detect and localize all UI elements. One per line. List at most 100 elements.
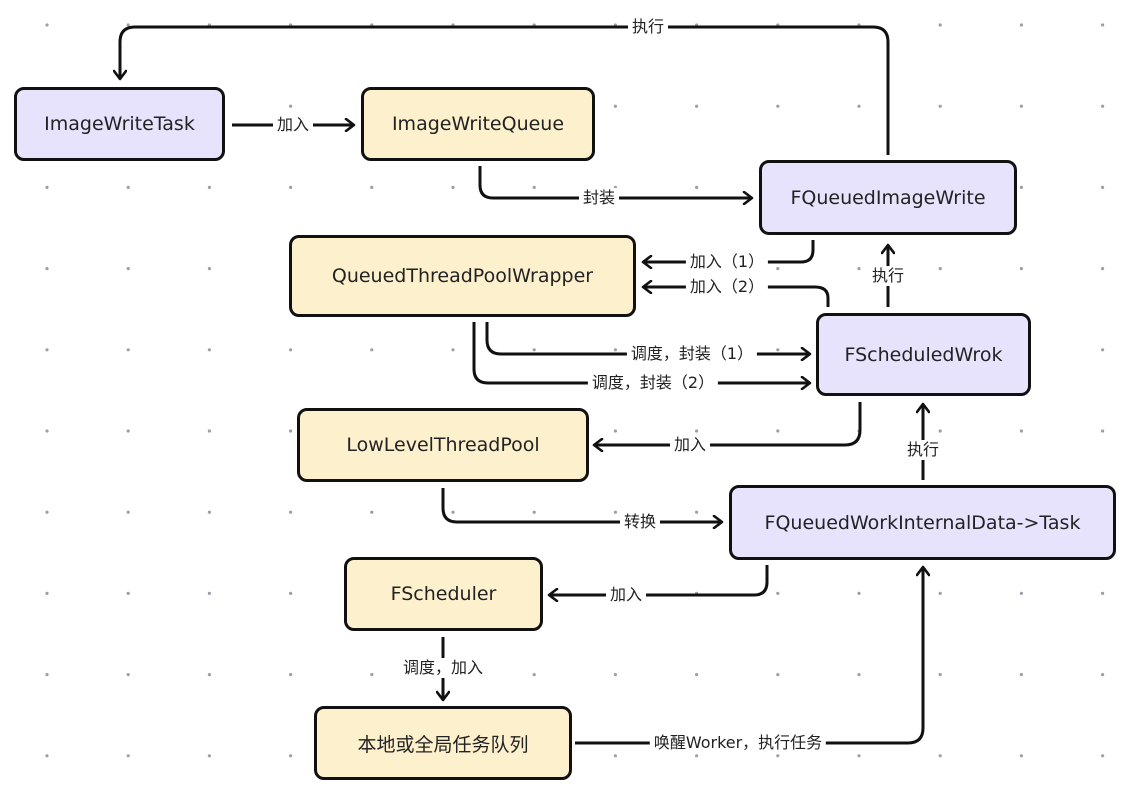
node-image-write-task[interactable]: ImageWriteTask [14, 87, 225, 161]
grid-dot [1019, 673, 1024, 677]
grid-dot [938, 429, 942, 433]
grid-dot [289, 348, 293, 352]
node-fqueued-image-write[interactable]: FQueuedImageWrite [759, 160, 1017, 235]
grid-dot [857, 267, 861, 271]
edge-label-wake-worker: 唤醒Worker，执行任务 [649, 733, 827, 753]
grid-dot [532, 185, 536, 189]
grid-dot [938, 673, 942, 677]
grid-dot [207, 591, 211, 596]
grid-dot [613, 429, 618, 433]
grid-dot [1019, 429, 1024, 433]
grid-dot [126, 23, 130, 27]
edge-label-schedule-add: 调度，加入 [398, 658, 488, 678]
grid-dot [45, 754, 49, 758]
grid-dot [1101, 429, 1105, 433]
grid-dot [1019, 104, 1024, 108]
grid-dot [776, 591, 780, 596]
grid-dot [451, 348, 455, 352]
grid-dot [1101, 754, 1105, 758]
grid-dot [695, 429, 699, 433]
grid-dot [1101, 591, 1105, 596]
edge-label-add-fscheduler: 加入 [605, 585, 647, 605]
grid-dot [776, 348, 780, 352]
grid-dot [695, 754, 699, 758]
node-queued-thread-pool-wrapper[interactable]: QueuedThreadPoolWrapper [289, 235, 636, 317]
node-fscheduled-wrok[interactable]: FScheduledWrok [816, 313, 1031, 396]
grid-dot [776, 429, 780, 433]
grid-dot [126, 267, 130, 271]
grid-dot [126, 429, 130, 433]
grid-dot [1019, 591, 1024, 596]
grid-dot [126, 591, 130, 596]
grid-dot [126, 754, 130, 758]
grid-dot [1101, 673, 1105, 677]
grid-dot [45, 510, 49, 514]
grid-dot [370, 510, 374, 514]
grid-dot [1019, 185, 1024, 189]
grid-dot [207, 429, 211, 433]
grid-dot [45, 267, 49, 271]
grid-dot [857, 104, 861, 108]
grid-dot [207, 673, 211, 677]
grid-dot [126, 510, 130, 514]
grid-dot [938, 23, 942, 27]
grid-dot [370, 185, 374, 189]
edge-label-add-2: 加入（2） [685, 277, 769, 297]
node-label: ImageWriteTask [44, 113, 195, 135]
edge-label-schedule-wrap-2: 调度，封装（2） [587, 373, 719, 393]
edge-schedule-wrap-2 [472, 322, 810, 383]
grid-dot [1019, 23, 1024, 27]
grid-dot [126, 185, 130, 189]
node-image-write-queue[interactable]: ImageWriteQueue [361, 87, 595, 161]
node-label: LowLevelThreadPool [346, 434, 540, 456]
grid-dot [45, 348, 49, 352]
node-label: 本地或全局任务队列 [357, 733, 529, 756]
edge-add-2 [643, 287, 830, 307]
edge-label-execute-fqiw: 执行 [867, 266, 909, 286]
node-fqueued-work-internal-data-task[interactable]: FQueuedWorkInternalData->Task [729, 485, 1116, 560]
edge-label-execute-fsw: 执行 [902, 440, 944, 460]
node-low-level-thread-pool[interactable]: LowLevelThreadPool [297, 408, 589, 482]
grid-dot [1101, 104, 1105, 108]
grid-dot [370, 673, 374, 677]
grid-dot [1101, 185, 1105, 189]
grid-dot [532, 510, 536, 514]
edge-schedule-wrap-1 [485, 322, 810, 354]
grid-dot [695, 510, 699, 514]
grid-dot [695, 104, 699, 108]
grid-dot [776, 673, 780, 677]
grid-dot [695, 673, 699, 677]
grid-dot [613, 673, 618, 677]
grid-dot [938, 104, 942, 108]
node-label: ImageWriteQueue [391, 113, 565, 135]
grid-dot [126, 348, 130, 352]
grid-dot [938, 754, 942, 758]
grid-dot [613, 754, 618, 758]
edge-label-schedule-wrap-1: 调度，封装（1） [626, 344, 758, 364]
edge-label-add-lltp: 加入 [669, 435, 711, 455]
grid-dot [1101, 267, 1105, 271]
grid-dot [45, 23, 49, 27]
node-label: FQueuedImageWrite [790, 186, 986, 209]
grid-dot [451, 185, 455, 189]
grid-dot [613, 104, 618, 108]
grid-dot [776, 754, 780, 758]
grid-dot [532, 348, 536, 352]
grid-dot [857, 673, 861, 677]
grid-dot [289, 185, 293, 189]
edge-label-convert: 转换 [619, 512, 661, 532]
grid-dot [1019, 267, 1024, 271]
node-fscheduler[interactable]: FScheduler [344, 557, 543, 631]
edge-wake-worker [575, 567, 923, 745]
node-label: QueuedThreadPoolWrapper [331, 265, 594, 287]
grid-dot [289, 104, 293, 108]
grid-dot [45, 429, 49, 433]
grid-dot [207, 754, 211, 758]
grid-dot [207, 510, 211, 514]
grid-dot [289, 591, 293, 596]
grid-dot [776, 104, 780, 108]
grid-dot [289, 510, 293, 514]
grid-dot [857, 591, 861, 596]
grid-dot [289, 754, 293, 758]
node-task-queue[interactable]: 本地或全局任务队列 [314, 706, 572, 780]
